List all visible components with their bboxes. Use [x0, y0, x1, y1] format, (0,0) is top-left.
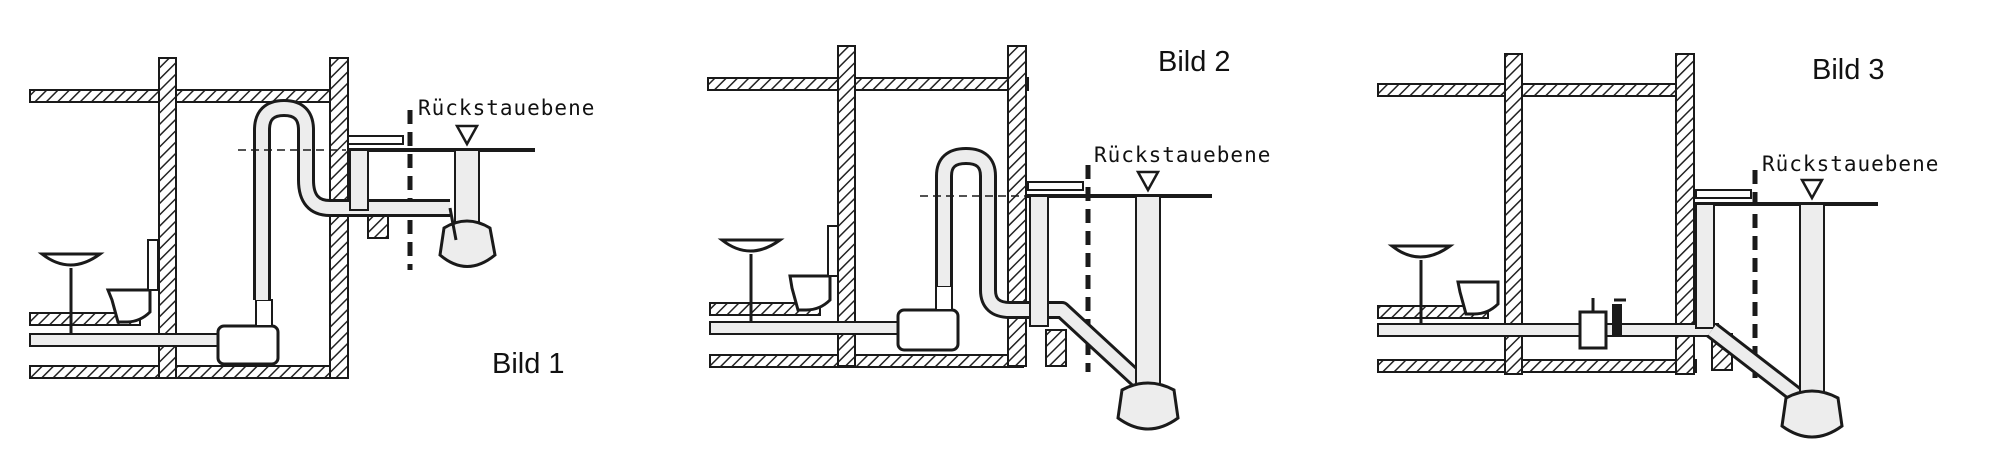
lifting-unit: [216, 324, 280, 366]
washbasin: [1387, 244, 1455, 259]
street-cover: [1027, 181, 1084, 191]
outer-wall: [1675, 53, 1695, 375]
level-marker: [454, 124, 480, 147]
washbasin: [37, 252, 105, 267]
toilet: [788, 274, 832, 312]
outside-riser: [1029, 195, 1049, 327]
street-cover: [1695, 189, 1752, 199]
figure-3: [1377, 53, 1878, 439]
outside-riser: [349, 149, 369, 211]
sewer-shaft: [454, 149, 480, 231]
outer-wall: [1007, 45, 1027, 367]
floor-slab: [29, 365, 349, 379]
sewer-shaft: [1799, 203, 1825, 401]
figure-1: [29, 57, 535, 379]
sewer-bulb: [438, 219, 497, 268]
level-marker: [1799, 178, 1825, 201]
inner-wall: [837, 45, 856, 367]
sewer-bulb: [1780, 389, 1844, 439]
inner-wall: [158, 57, 177, 379]
lifting-unit: [896, 308, 960, 352]
figure-1-backwater-label: Rückstauebene: [418, 96, 596, 120]
sewer-shaft: [1135, 195, 1161, 393]
ceiling-slab: [707, 77, 1029, 91]
sewer-bulb: [1116, 381, 1180, 431]
figure-2: [707, 45, 1212, 431]
floor-ledge: [709, 302, 821, 316]
figure-3-backwater-label: Rückstauebene: [1762, 152, 1940, 176]
street-cover: [347, 135, 404, 145]
basement-drain-pipe: [1377, 323, 1719, 337]
ceiling-slab: [1377, 83, 1679, 97]
floor-slab: [709, 354, 1024, 368]
outside-riser: [1695, 203, 1715, 329]
figure-1-caption: Bild 1: [492, 348, 565, 380]
figure-3-caption: Bild 3: [1812, 54, 1885, 86]
basement-drain-pipe: [709, 321, 901, 335]
inner-wall: [1504, 53, 1523, 375]
level-marker: [1135, 170, 1161, 193]
backflow-valve: [1578, 310, 1608, 350]
toilet: [1456, 280, 1500, 316]
footing-block: [1045, 329, 1067, 367]
figure-2-caption: Bild 2: [1158, 46, 1231, 78]
figure-2-backwater-label: Rückstauebene: [1094, 143, 1272, 167]
basement-drain-pipe: [29, 333, 221, 347]
toilet: [105, 288, 152, 324]
outer-wall: [329, 57, 349, 379]
washbasin: [717, 238, 785, 253]
floor-slab: [1377, 359, 1697, 373]
